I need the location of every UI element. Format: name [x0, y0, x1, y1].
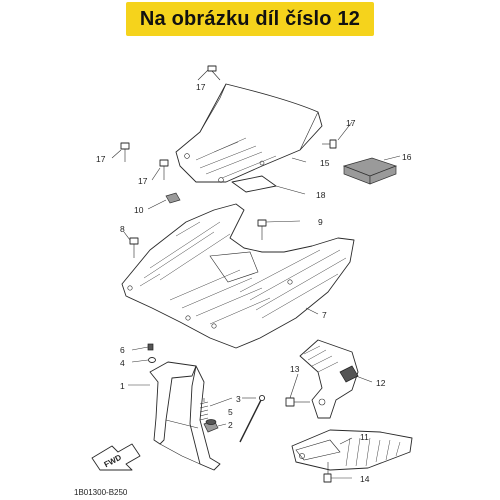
callout-18: 18: [316, 190, 326, 200]
part-9-bolt: [257, 219, 267, 240]
part-7-floor-board: [121, 203, 355, 349]
callout-12: 12: [376, 378, 386, 388]
callout-17: 17: [96, 154, 106, 164]
part-6-pin: [147, 343, 154, 351]
banner-text: Na obrázku díl číslo 12: [139, 7, 361, 30]
callout-numbers: 17 17 17 17 15 16 18 10 9 8 7 6 4 1 3 5 …: [96, 82, 412, 484]
callout-17: 17: [346, 118, 356, 128]
callout-17: 17: [196, 82, 206, 92]
part-4-washer: [148, 357, 156, 363]
part-10-clip: [165, 192, 181, 204]
part-17-bolt-mid: [159, 159, 169, 180]
part-12-footrest-bracket: [299, 339, 359, 419]
callout-7: 7: [322, 310, 327, 320]
part-17-bolt-right: [322, 139, 337, 149]
callout-8: 8: [120, 224, 125, 234]
leader-lines: [111, 69, 401, 479]
callout-11: 11: [360, 432, 369, 442]
callout-5: 5: [228, 407, 233, 417]
part-number-banner: Na obrázku díl číslo 12: [126, 2, 374, 36]
part-16-pad: [342, 157, 398, 185]
callout-3: 3: [236, 394, 241, 404]
part-15-upper-cover: [175, 83, 323, 183]
callout-16: 16: [402, 152, 412, 162]
callout-10: 10: [134, 205, 144, 215]
part-1-main-stand: [149, 361, 221, 471]
part-17-bolt-left: [120, 142, 130, 162]
part-3-shaft: [239, 394, 266, 443]
part-17-bolt-top: [207, 65, 221, 81]
part-2-stopper: [203, 419, 219, 433]
part-5-spring: [199, 398, 209, 421]
callout-4: 4: [120, 358, 125, 368]
fwd-arrow-icon: FWD: [91, 443, 141, 471]
part-13-bolt: [285, 397, 310, 407]
diagram-reference-code: 1B01300-B250: [74, 488, 128, 497]
callout-17: 17: [138, 176, 148, 186]
callout-15: 15: [320, 158, 330, 168]
callout-13: 13: [290, 364, 300, 374]
callout-1: 1: [120, 381, 125, 391]
callout-9: 9: [318, 217, 323, 227]
part-8-bolt: [129, 237, 139, 258]
part-11-footrest: [291, 429, 413, 471]
part-18-sticker: [231, 175, 277, 193]
callout-2: 2: [228, 420, 233, 430]
callout-14: 14: [360, 474, 370, 484]
callout-6: 6: [120, 345, 125, 355]
